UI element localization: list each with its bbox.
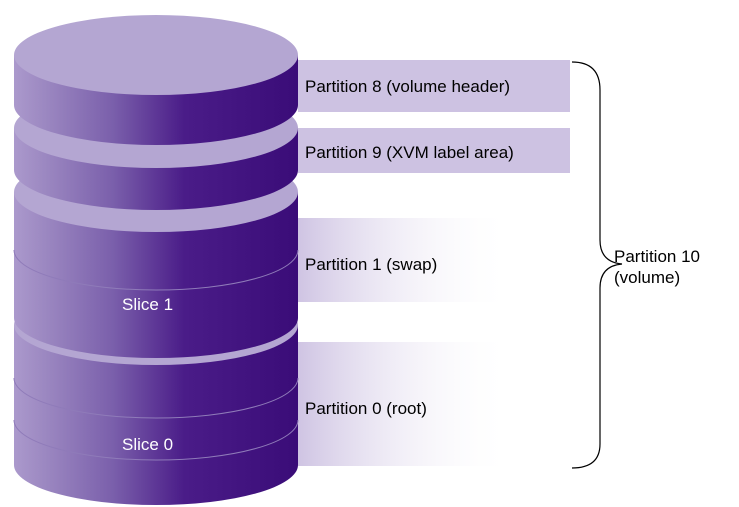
partition-0-label: Partition 0 (root)	[305, 399, 427, 418]
volume-label-line2: (volume)	[614, 268, 680, 287]
slice-0-label: Slice 0	[122, 435, 173, 454]
partition-1-label: Partition 1 (swap)	[305, 255, 437, 274]
band-partition-8	[298, 60, 570, 112]
band-partition-1	[298, 218, 513, 302]
label-bands	[298, 60, 570, 466]
partition-9-label: Partition 9 (XVM label area)	[305, 143, 514, 162]
volume-brace	[571, 61, 623, 469]
volume-label-line1: Partition 10	[614, 247, 700, 266]
slice-1-label: Slice 1	[122, 295, 173, 314]
band-partition-9	[298, 128, 570, 173]
partition-8-label: Partition 8 (volume header)	[305, 77, 510, 96]
disk-partition-8	[14, 15, 298, 145]
band-partition-0	[298, 342, 513, 466]
